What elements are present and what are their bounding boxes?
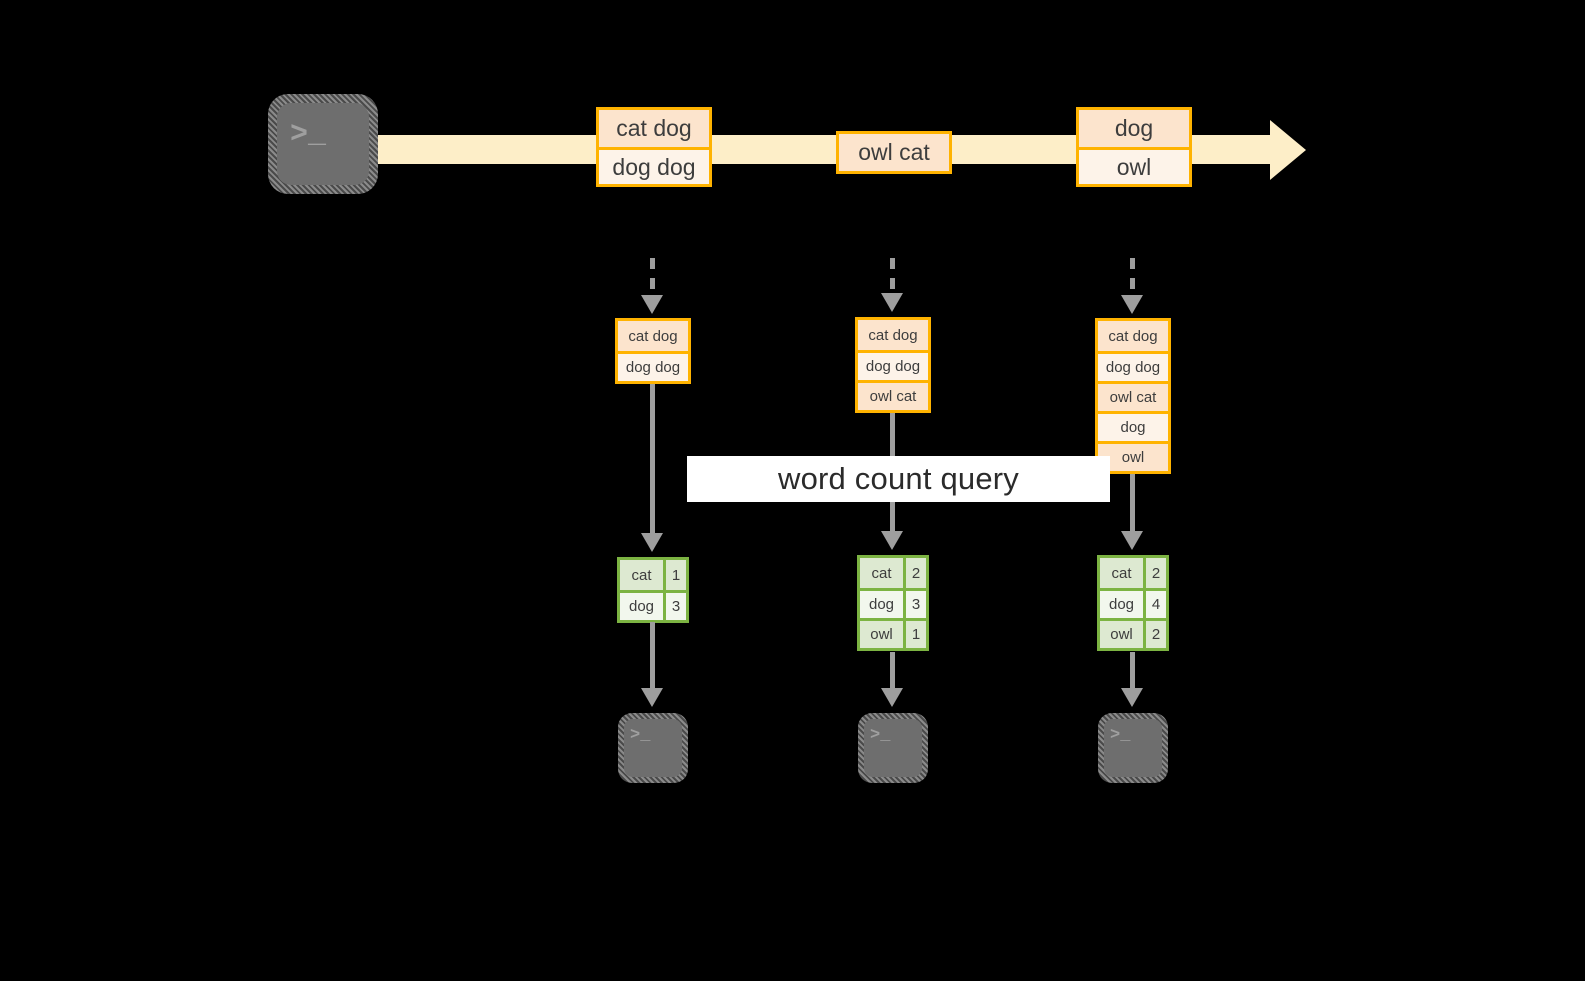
result-word: dog: [860, 591, 906, 618]
trigger-2-query-arrowhead: [881, 531, 903, 550]
stream-arrow-head: [1270, 120, 1306, 180]
table-row: owl 2: [1100, 618, 1166, 648]
record-line: dog dog: [599, 147, 709, 184]
trigger-2-accumulated-table: cat dog dog dog owl cat: [855, 317, 931, 413]
result-count: 3: [671, 598, 681, 615]
trigger-1-dashed-arrowhead: [641, 295, 663, 314]
stream-batch-1: cat dog dog dog: [596, 107, 712, 187]
terminal-screen: [624, 719, 682, 777]
terminal-screen: [277, 103, 369, 185]
record-line: dog dog: [1098, 351, 1168, 381]
trigger-2-sink-terminal-icon[interactable]: >_: [858, 713, 928, 783]
stream-batch-2: owl cat: [836, 131, 952, 174]
table-row: dog 3: [860, 588, 926, 618]
table-row: cat 2: [1100, 558, 1166, 588]
result-count: 2: [911, 564, 921, 582]
trigger-3-result-table: cat 2 dog 4 owl 2: [1097, 555, 1169, 651]
trigger-1-query-arrowhead: [641, 533, 663, 552]
terminal-prompt-glyph: >_: [870, 726, 891, 745]
trigger-2-sink-arrowhead: [881, 688, 903, 707]
trigger-2-dashed-arrowhead: [881, 293, 903, 312]
trigger-2-sink-connector: [890, 652, 895, 690]
stream-batch-3: dog owl: [1076, 107, 1192, 187]
table-row: cat 2: [860, 558, 926, 588]
result-word: owl: [1100, 621, 1146, 648]
terminal-screen: [864, 719, 922, 777]
trigger-3-sink-connector: [1130, 652, 1135, 690]
query-banner: word count query: [687, 456, 1110, 502]
terminal-prompt-glyph: >_: [290, 118, 327, 152]
result-count: 1: [671, 566, 681, 584]
trigger-3-sink-arrowhead: [1121, 688, 1143, 707]
record-line: owl cat: [839, 134, 949, 171]
trigger-1-result-table: cat 1 dog 3: [617, 557, 689, 623]
record-line: cat dog: [618, 321, 688, 351]
result-count: 2: [1151, 626, 1161, 643]
source-terminal-icon[interactable]: >_: [268, 94, 378, 194]
record-line: cat dog: [599, 110, 709, 147]
trigger-1-accumulated-table: cat dog dog dog: [615, 318, 691, 384]
result-count: 3: [911, 596, 921, 613]
trigger-3-accumulated-table: cat dog dog dog owl cat dog owl: [1095, 318, 1171, 474]
trigger-1-sink-terminal-icon[interactable]: >_: [618, 713, 688, 783]
result-word: cat: [1100, 558, 1146, 588]
terminal-screen: [1104, 719, 1162, 777]
result-word: dog: [620, 593, 666, 620]
record-line: dog: [1098, 411, 1168, 441]
trigger-1-sink-connector: [650, 622, 655, 690]
table-row: dog 3: [620, 590, 686, 620]
record-line: dog dog: [858, 350, 928, 380]
record-line: dog: [1079, 110, 1189, 147]
result-word: dog: [1100, 591, 1146, 618]
trigger-1-query-connector: [650, 384, 655, 536]
trigger-3-dashed-arrowhead: [1121, 295, 1143, 314]
record-line: owl cat: [1098, 381, 1168, 411]
trigger-3-query-connector: [1130, 474, 1135, 534]
trigger-3-dashed-connector: [1130, 258, 1135, 298]
result-count: 1: [911, 626, 921, 643]
record-line: cat dog: [1098, 321, 1168, 351]
record-line: owl: [1079, 147, 1189, 184]
result-word: owl: [860, 621, 906, 648]
record-line: owl cat: [858, 380, 928, 410]
result-word: cat: [620, 560, 666, 590]
trigger-1-sink-arrowhead: [641, 688, 663, 707]
trigger-3-sink-terminal-icon[interactable]: >_: [1098, 713, 1168, 783]
trigger-2-dashed-connector: [890, 258, 895, 298]
record-line: cat dog: [858, 320, 928, 350]
result-count: 2: [1151, 564, 1161, 582]
record-line: dog dog: [618, 351, 688, 381]
trigger-3-query-arrowhead: [1121, 531, 1143, 550]
trigger-2-result-table: cat 2 dog 3 owl 1: [857, 555, 929, 651]
query-label: word count query: [778, 461, 1019, 496]
table-row: cat 1: [620, 560, 686, 590]
terminal-prompt-glyph: >_: [1110, 726, 1131, 745]
result-word: cat: [860, 558, 906, 588]
result-count: 4: [1151, 596, 1161, 613]
table-row: owl 1: [860, 618, 926, 648]
table-row: dog 4: [1100, 588, 1166, 618]
trigger-1-dashed-connector: [650, 258, 655, 298]
terminal-prompt-glyph: >_: [630, 726, 651, 745]
